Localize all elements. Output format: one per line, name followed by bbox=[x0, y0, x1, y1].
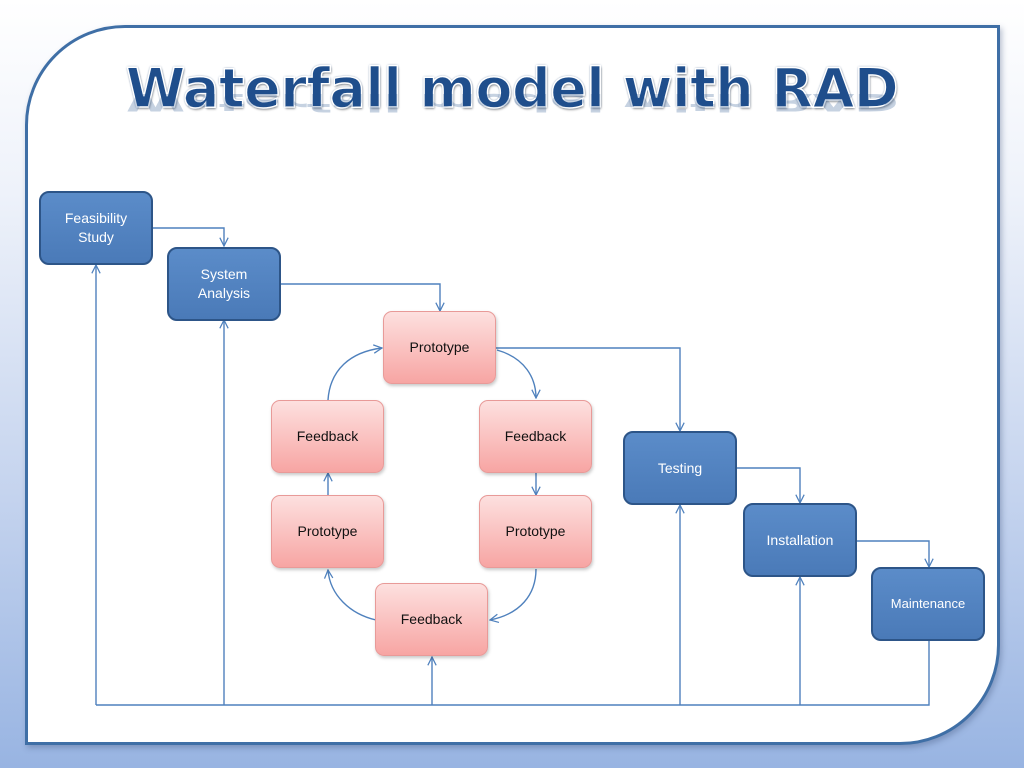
system-label-line1: System bbox=[200, 266, 248, 283]
testing-label: Testing bbox=[657, 459, 703, 476]
arrow-prototype-to-testing bbox=[496, 347, 680, 431]
prototype-left-label: Prototype bbox=[297, 523, 358, 540]
rad-feedback-right: Feedback bbox=[479, 400, 592, 473]
rad-prototype-top: Prototype bbox=[383, 311, 496, 384]
prototype-right-label: Prototype bbox=[505, 523, 566, 540]
cycle-arrow-right-to-bottom bbox=[490, 568, 537, 620]
stage-maintenance: Maintenance bbox=[871, 567, 985, 641]
rad-feedback-bottom: Feedback bbox=[375, 583, 488, 656]
slide-title: Waterfall model with RAD bbox=[125, 57, 900, 120]
prototype-top-label: Prototype bbox=[409, 339, 470, 356]
stage-installation: Installation bbox=[743, 503, 857, 577]
feedback-bus-line bbox=[96, 641, 930, 706]
rad-prototype-left: Prototype bbox=[271, 495, 384, 568]
cycle-arrow-left-to-top bbox=[327, 348, 382, 401]
stage-feasibility-study: Feasibility Study bbox=[39, 191, 153, 265]
system-label-line2: Analysis bbox=[197, 285, 251, 301]
arrow-installation-to-maintenance bbox=[857, 540, 929, 567]
maintenance-label: Maintenance bbox=[890, 596, 966, 612]
installation-label: Installation bbox=[766, 531, 834, 548]
stage-testing: Testing bbox=[623, 431, 737, 505]
rad-feedback-left: Feedback bbox=[271, 400, 384, 473]
arrow-testing-to-installation bbox=[737, 467, 800, 503]
feedback-left-label: Feedback bbox=[296, 428, 359, 445]
title-container: Waterfall model with RAD bbox=[0, 57, 1024, 120]
feasibility-label-line2: Study bbox=[78, 229, 114, 245]
feedback-right-label: Feedback bbox=[504, 428, 567, 445]
stage-system-analysis: System Analysis bbox=[167, 247, 281, 321]
arrow-feasibility-to-system bbox=[153, 227, 224, 246]
cycle-arrow-bottom-to-left bbox=[328, 570, 377, 621]
cycle-arrow-top-to-right bbox=[496, 349, 536, 398]
feedback-bottom-label: Feedback bbox=[400, 611, 463, 628]
rad-prototype-right: Prototype bbox=[479, 495, 592, 568]
feasibility-label-line1: Feasibility bbox=[64, 210, 128, 227]
slide-frame bbox=[25, 25, 1000, 745]
arrow-system-to-prototype bbox=[281, 283, 440, 311]
